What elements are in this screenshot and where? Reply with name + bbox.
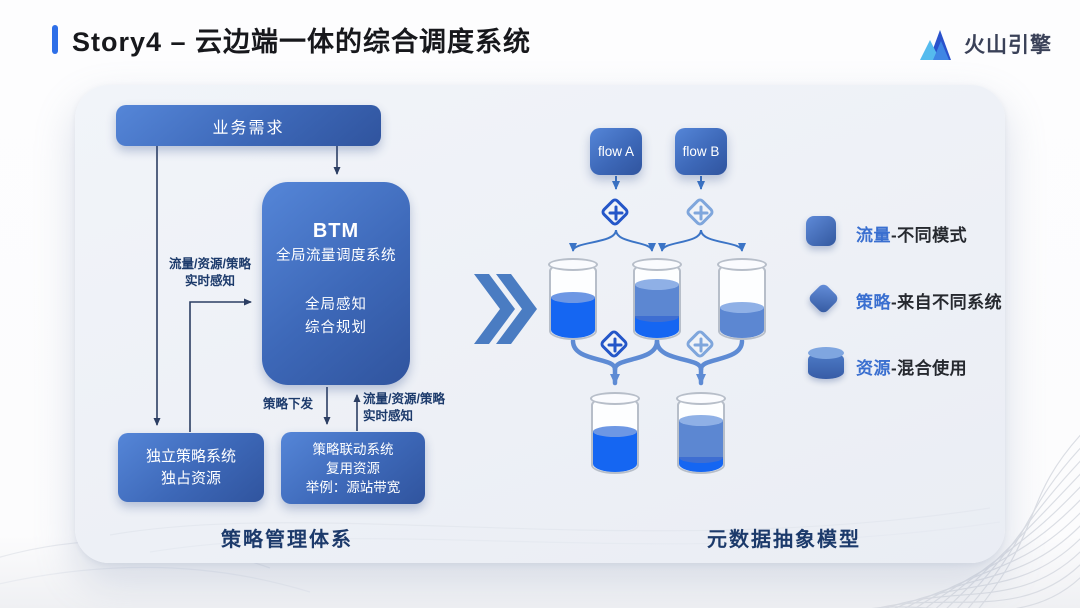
plus-diamond-merge-right bbox=[684, 328, 718, 362]
page-title: Story4 – 云边端一体的综合调度系统 bbox=[72, 27, 532, 57]
legend-item-traffic: 流量-不同模式 bbox=[856, 226, 968, 245]
linkage-policy-box: 策略联动系统 复用资源 举例：源站带宽 bbox=[281, 432, 425, 504]
legend-item-policy: 策略-来自不同系统 bbox=[856, 293, 1003, 312]
btm-system-box: BTM 全局流量调度系统 全局感知 综合规划 bbox=[262, 182, 410, 385]
label-realtime-sense-left: 流量/资源/策略 实时感知 bbox=[169, 257, 251, 288]
resource-cylinder-bottom-2 bbox=[676, 392, 726, 474]
linkage-line2: 复用资源 bbox=[326, 460, 380, 476]
legend-diamond-icon bbox=[806, 281, 840, 315]
resource-cylinder-top-3 bbox=[717, 258, 767, 340]
right-diagram-caption: 元数据抽象模型 bbox=[707, 529, 861, 551]
volcano-engine-icon bbox=[919, 27, 957, 61]
btm-subtitle: 全局流量调度系统 bbox=[276, 248, 396, 264]
plus-diamond-merge-left bbox=[598, 328, 632, 362]
btm-title: BTM bbox=[312, 220, 360, 242]
business-demand-box: 业务需求 bbox=[116, 105, 381, 146]
legend-square-icon bbox=[806, 216, 836, 246]
legend-item-resource: 资源-混合使用 bbox=[856, 359, 968, 378]
left-diagram-caption: 策略管理体系 bbox=[221, 529, 353, 551]
independent-line1: 独立策略系统 bbox=[145, 447, 236, 465]
legend-cylinder-icon bbox=[808, 347, 844, 379]
independent-line2: 独占资源 bbox=[160, 469, 221, 487]
business-demand-label: 业务需求 bbox=[212, 119, 285, 137]
resource-cylinder-top-2 bbox=[632, 258, 682, 340]
resource-cylinder-top-1 bbox=[548, 258, 598, 340]
btm-body-line1: 全局感知 bbox=[305, 297, 367, 313]
title-accent-bar bbox=[52, 25, 58, 54]
btm-body-line2: 综合规划 bbox=[305, 320, 367, 336]
brand-logo: 火山引擎 bbox=[919, 27, 1052, 61]
linkage-line3: 举例：源站带宽 bbox=[305, 479, 401, 495]
plus-diamond-flow-b bbox=[684, 196, 718, 230]
plus-diamond-flow-a bbox=[599, 196, 633, 230]
flow-a-box: flow A bbox=[590, 128, 642, 175]
flow-b-box: flow B bbox=[675, 128, 727, 175]
brand-text: 火山引擎 bbox=[964, 34, 1052, 57]
resource-cylinder-bottom-1 bbox=[590, 392, 640, 474]
linkage-line1: 策略联动系统 bbox=[312, 441, 394, 457]
label-policy-dispatch: 策略下发 bbox=[263, 397, 314, 411]
independent-policy-box: 独立策略系统 独占资源 bbox=[118, 433, 264, 502]
label-realtime-sense-right: 流量/资源/策略 实时感知 bbox=[363, 392, 445, 423]
